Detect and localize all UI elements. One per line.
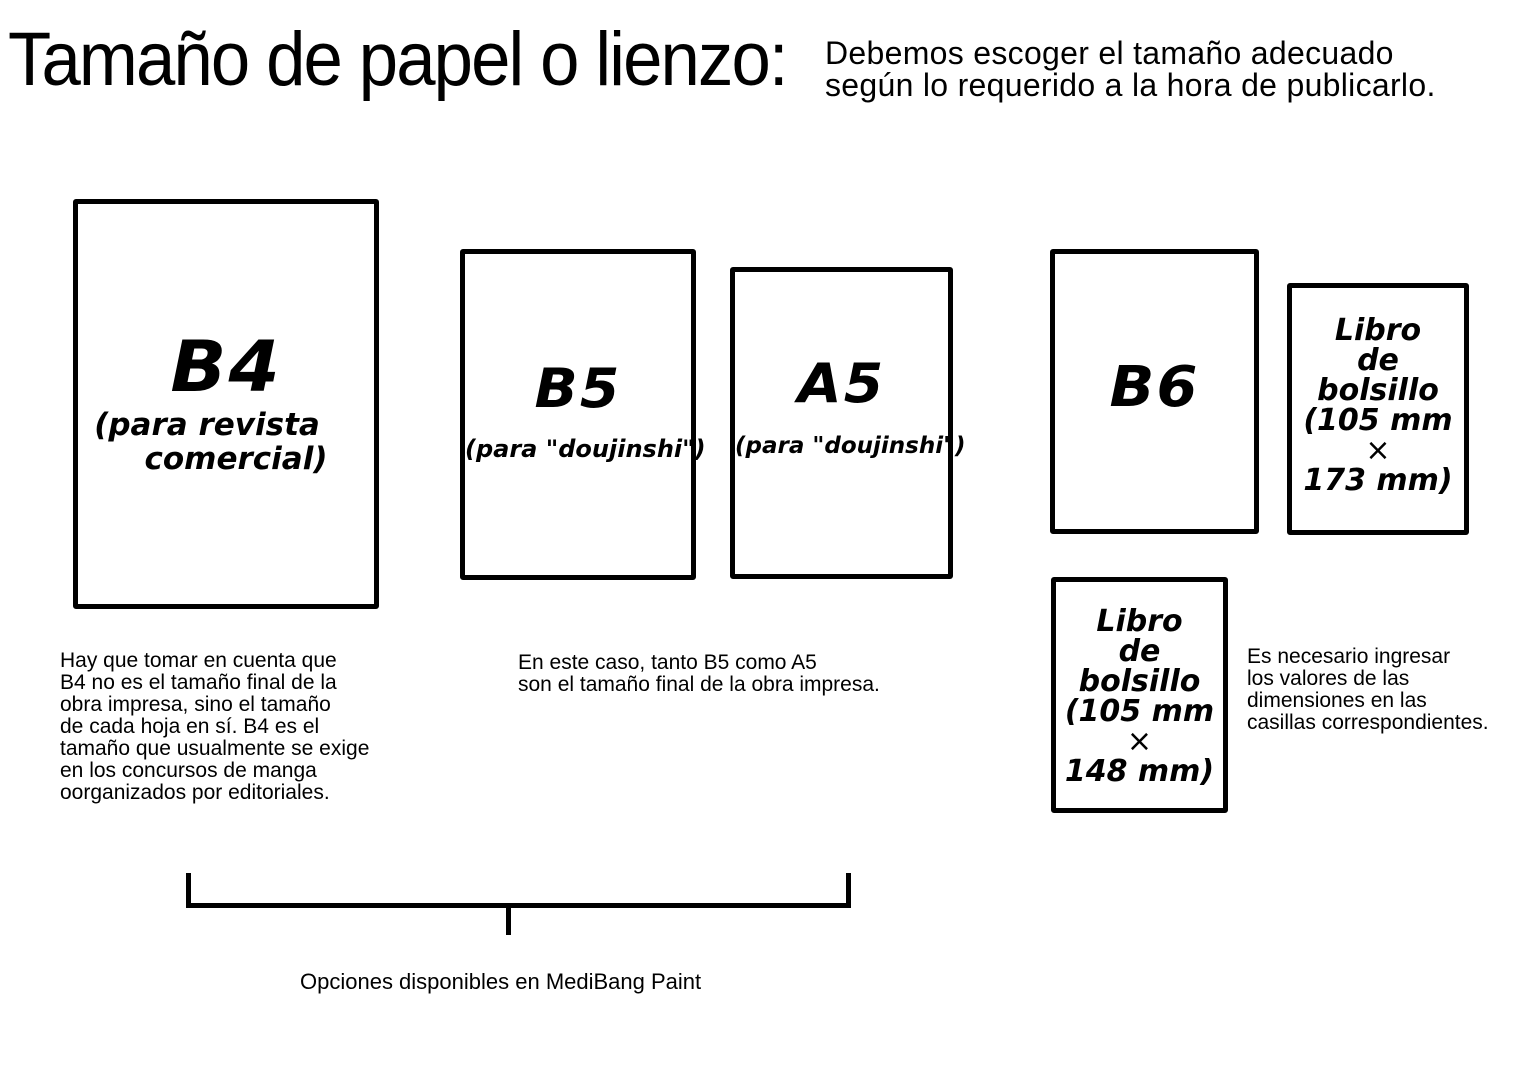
pocket-148-label: Libro de bolsillo (105 mm × 148 mm) xyxy=(1056,607,1223,787)
pocket-148-line: × xyxy=(1126,724,1153,759)
paper-b6-name: B6 xyxy=(1109,355,1200,420)
paper-a5-box: A5 (para "doujinshi") xyxy=(730,267,966,579)
note-line: obra impresa, sino el tamaño xyxy=(60,693,331,716)
page-title: Tamaño de papel o lienzo: xyxy=(8,17,789,102)
note-line: Es necesario ingresar xyxy=(1247,645,1451,668)
paper-b6-box: B6 xyxy=(1050,249,1259,534)
bracket-bar xyxy=(186,903,851,908)
pocket-173-line: de xyxy=(1357,343,1399,378)
note-line: oorganizados por editoriales. xyxy=(60,781,330,804)
note-line: los valores de las xyxy=(1247,667,1410,690)
pocket-173-line: × xyxy=(1365,433,1391,468)
paper-b4-desc-line: comercial) xyxy=(144,441,328,477)
pocket-148-line: 148 mm) xyxy=(1064,754,1215,789)
note-line: casillas correspondientes. xyxy=(1247,711,1489,734)
pocket-148-line: (105 mm xyxy=(1064,694,1215,729)
paper-a5-desc: (para "doujinshi") xyxy=(735,433,966,459)
paper-b5-desc: (para "doujinshi") xyxy=(465,435,706,463)
b4-note: Hay que tomar en cuenta que B4 no es el … xyxy=(60,650,369,804)
pocket-173-label: Libro de bolsillo (105 mm × 173 mm) xyxy=(1292,316,1464,496)
bracket-left-tick xyxy=(186,873,191,908)
paper-b5-name: B5 xyxy=(534,357,622,420)
pocket-148-line: Libro xyxy=(1096,604,1183,639)
note-line: Hay que tomar en cuenta que xyxy=(60,649,337,672)
pocket-148-line: bolsillo xyxy=(1078,664,1201,699)
note-line: dimensiones en las xyxy=(1247,689,1427,712)
paper-pocket-173-box: Libro de bolsillo (105 mm × 173 mm) xyxy=(1287,283,1469,535)
paper-a5-name: A5 xyxy=(797,352,886,415)
page-subtitle: Debemos escoger el tamaño adecuado según… xyxy=(825,37,1436,101)
subtitle-line: Debemos escoger el tamaño adecuado xyxy=(825,35,1394,71)
note-line: B4 no es el tamaño final de la xyxy=(60,671,337,694)
bracket-caption: Opciones disponibles en MediBang Paint xyxy=(300,969,702,994)
bracket-center-stem xyxy=(506,906,511,935)
pocket-173-line: 173 mm) xyxy=(1303,463,1453,498)
note-line: son el tamaño final de la obra impresa. xyxy=(518,673,880,696)
paper-pocket-148-box: Libro de bolsillo (105 mm × 148 mm) xyxy=(1051,577,1228,813)
paper-b4-name: B4 xyxy=(170,326,282,408)
pocket-148-line: de xyxy=(1118,634,1161,669)
subtitle-line: según lo requerido a la hora de publicar… xyxy=(825,67,1436,103)
note-line: tamaño que usualmente se exige xyxy=(60,737,370,760)
note-line: de cada hoja en sí. B4 es el xyxy=(60,715,320,738)
note-line: en los concursos de manga xyxy=(60,759,317,782)
paper-b4-desc-line: (para revista xyxy=(94,407,320,443)
pocket-173-line: (105 mm xyxy=(1303,403,1453,438)
bracket-right-tick xyxy=(846,873,851,908)
pocket-173-line: Libro xyxy=(1334,313,1422,348)
paper-b4-box: B4 (para revista comercial) xyxy=(73,199,379,609)
b5-a5-note: En este caso, tanto B5 como A5 son el ta… xyxy=(518,652,880,696)
pocket-note: Es necesario ingresar los valores de las… xyxy=(1247,646,1489,734)
note-line: En este caso, tanto B5 como A5 xyxy=(518,651,817,674)
paper-b5-box: B5 (para "doujinshi") xyxy=(460,249,706,580)
pocket-173-line: bolsillo xyxy=(1317,373,1439,408)
